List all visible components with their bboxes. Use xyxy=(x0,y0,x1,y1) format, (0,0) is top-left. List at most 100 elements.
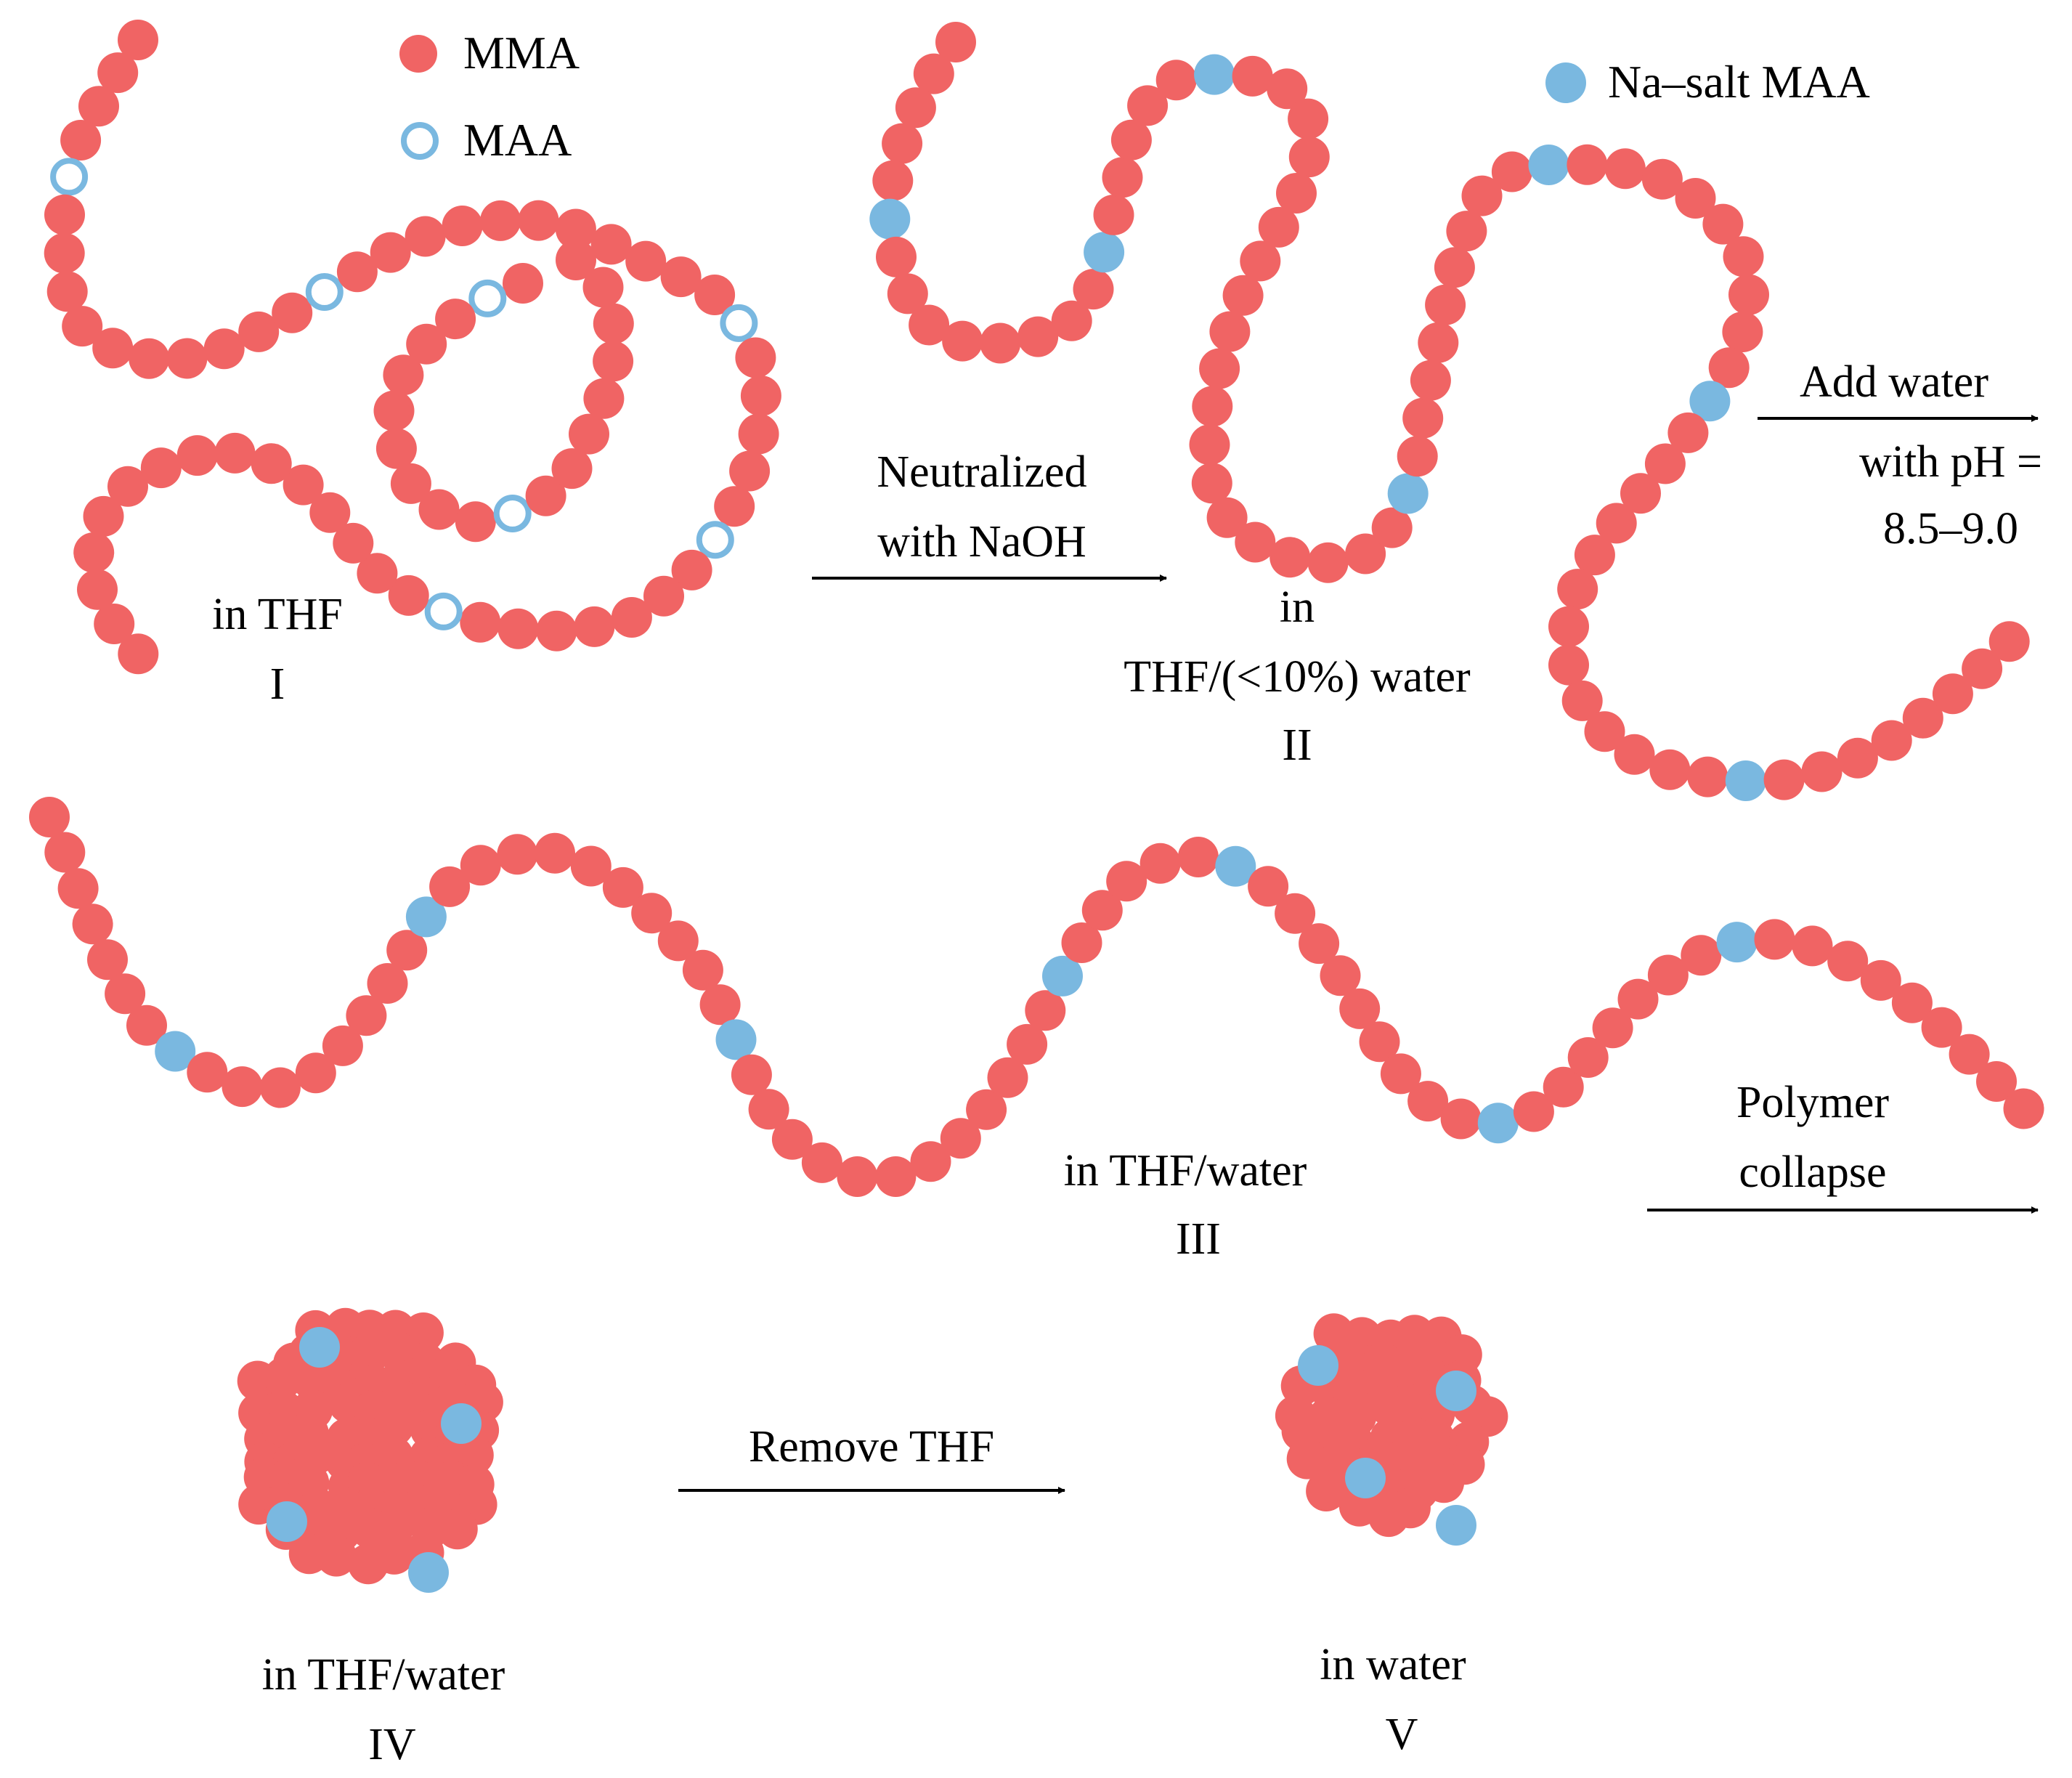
mma-bead xyxy=(1248,866,1289,907)
mma-bead xyxy=(1871,720,1912,761)
mma-bead xyxy=(1345,533,1386,575)
mma-bead xyxy=(373,1533,415,1575)
mma-bead xyxy=(887,273,928,314)
mma-bead xyxy=(731,1054,772,1095)
mma-bead xyxy=(569,413,609,455)
mma-bead xyxy=(222,1066,263,1108)
mma-bead xyxy=(72,904,113,945)
step-II-numeral: II xyxy=(1282,720,1312,770)
mma-bead xyxy=(1513,1091,1554,1132)
mma-bead xyxy=(44,232,85,274)
mma-bead xyxy=(882,123,923,164)
mma-bead xyxy=(1275,893,1316,934)
legend-maa-label: MAA xyxy=(463,114,572,166)
polymer-chain-III xyxy=(29,797,2044,1197)
mma-bead xyxy=(1320,955,1361,996)
mma-bead xyxy=(1418,322,1459,363)
mma-bead xyxy=(405,216,446,257)
mma-bead xyxy=(682,949,723,991)
mma-bead xyxy=(418,489,460,530)
mma-bead xyxy=(1139,843,1181,884)
mma-bead xyxy=(187,1052,228,1093)
na-salt-maa-bead xyxy=(1528,145,1569,185)
mma-bead xyxy=(535,832,575,874)
mma-bead xyxy=(92,328,134,369)
mma-bead xyxy=(1199,348,1240,389)
mma-bead xyxy=(272,292,313,333)
mma-bead xyxy=(801,1142,842,1183)
mma-bead xyxy=(966,1089,1007,1130)
mma-bead xyxy=(1371,507,1413,548)
mma-bead xyxy=(935,22,976,62)
mma-bead xyxy=(333,522,374,564)
mma-bead xyxy=(83,495,124,537)
maa-bead xyxy=(50,158,89,196)
na-salt-maa-bead xyxy=(869,198,911,240)
mma-bead xyxy=(44,194,85,235)
mma-bead xyxy=(309,492,351,533)
mma-bead xyxy=(1258,206,1299,248)
mma-bead xyxy=(406,323,447,365)
mma-bead xyxy=(1339,988,1381,1029)
mma-bead xyxy=(1641,158,1683,200)
mma-bead xyxy=(1155,60,1197,101)
mma-bead xyxy=(1446,211,1487,252)
mma-bead xyxy=(657,920,699,962)
mma-bead xyxy=(107,466,148,507)
mma-bead xyxy=(1702,203,1744,245)
mma-bead xyxy=(1649,749,1691,790)
mma-bead xyxy=(1561,680,1603,721)
mma-bead xyxy=(1222,275,1264,316)
na-salt-maa-bead xyxy=(1194,54,1235,95)
mma-bead xyxy=(295,1052,336,1094)
mma-bead xyxy=(525,475,566,516)
mma-bead xyxy=(336,251,378,293)
mma-bead xyxy=(1061,922,1102,963)
mma-bead xyxy=(1491,151,1532,192)
mma-bead xyxy=(643,575,684,617)
mma-bead xyxy=(714,486,755,527)
mma-bead xyxy=(1177,837,1219,877)
mma-bead xyxy=(1407,1081,1449,1122)
polymer-chain-I xyxy=(44,20,781,675)
na-salt-maa-bead xyxy=(1716,922,1758,963)
step-III-solvent: in THF/water xyxy=(1064,1146,1307,1196)
mma-bead xyxy=(480,200,521,241)
collapsed-particle-V xyxy=(1275,1313,1508,1546)
mma-bead xyxy=(1592,1007,1633,1049)
mma-bead xyxy=(1557,569,1598,610)
mma-bead xyxy=(771,1119,813,1160)
na-salt-maa-bead xyxy=(441,1403,482,1444)
mma-bead xyxy=(118,633,159,675)
mma-bead xyxy=(980,322,1021,364)
mma-bead xyxy=(1827,941,1869,982)
mma-bead xyxy=(1722,312,1763,352)
mma-bead xyxy=(1902,697,1943,739)
na-salt-maa-bead xyxy=(267,1501,307,1542)
mma-bead xyxy=(1891,982,1933,1023)
mma-bead xyxy=(876,236,917,277)
mma-bead xyxy=(694,275,736,315)
mma-bead xyxy=(1110,119,1152,161)
maa-bead xyxy=(424,592,463,630)
mma-bead xyxy=(602,866,643,908)
mma-bead xyxy=(1543,1066,1584,1108)
step-IV-numeral: IV xyxy=(368,1720,416,1769)
mma-bead xyxy=(1567,1037,1609,1078)
mma-bead xyxy=(1102,157,1143,198)
na-salt-maa-bead xyxy=(1477,1103,1519,1144)
legend-na-salt-label: Na–salt MAA xyxy=(1608,56,1870,107)
mma-bead xyxy=(1007,1023,1048,1065)
arrow-neutralize: Neutralized with NaOH xyxy=(812,447,1167,582)
mma-bead xyxy=(1620,473,1661,514)
mma-bead xyxy=(1206,497,1248,538)
mma-bead xyxy=(872,160,914,201)
mma-bead xyxy=(367,963,408,1004)
mma-bead xyxy=(1932,673,1973,715)
na-salt-maa-bead xyxy=(408,1552,449,1593)
mma-bead xyxy=(118,20,158,60)
mma-bead xyxy=(97,52,139,94)
mma-bead xyxy=(582,267,624,308)
mma-bead xyxy=(87,939,128,981)
mma-bead xyxy=(1461,175,1503,216)
